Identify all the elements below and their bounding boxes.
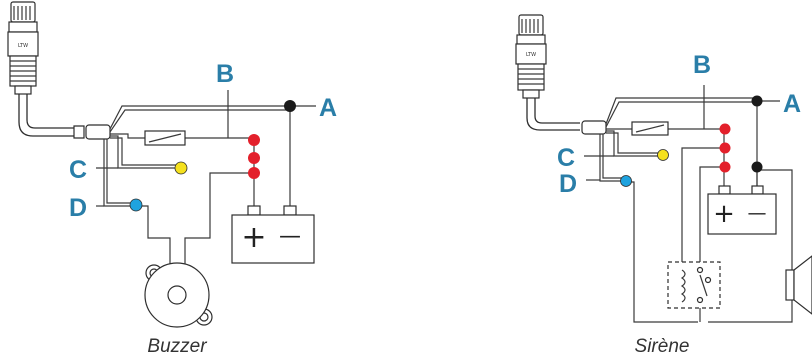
label-b: B xyxy=(216,60,234,88)
label-d: D xyxy=(69,194,87,222)
buzzer-diagram: LTW xyxy=(7,1,337,357)
cable-jacket xyxy=(85,124,111,140)
nmea-connector: LTW xyxy=(515,14,547,99)
relay xyxy=(667,261,721,309)
label-b: B xyxy=(693,51,711,79)
junction-terminal xyxy=(719,142,731,154)
wire-c-terminal xyxy=(174,161,188,175)
wire-d-terminal xyxy=(620,175,632,187)
label-a: A xyxy=(319,94,337,122)
nmea-connector: LTW xyxy=(7,1,39,95)
siren-device xyxy=(785,255,812,315)
wire-a-terminal xyxy=(751,95,763,107)
junction-terminal xyxy=(751,161,763,173)
wire-b-terminal xyxy=(719,123,731,135)
main-cable xyxy=(526,98,580,131)
wire-c-terminal xyxy=(657,149,669,161)
cable-jacket xyxy=(581,120,607,135)
wire-d-terminal xyxy=(129,198,143,212)
main-cable xyxy=(18,94,84,137)
wire-a-terminal xyxy=(284,100,296,112)
label-a: A xyxy=(783,90,801,118)
caption-sirene: Sirène xyxy=(635,336,690,357)
battery: + — xyxy=(707,185,777,235)
junction-terminal xyxy=(248,167,260,179)
wire-b-terminal xyxy=(248,134,260,146)
battery-plus-sign: + xyxy=(241,220,266,255)
junction-terminal xyxy=(248,152,260,164)
connector-label: LTW xyxy=(526,52,536,58)
battery-minus-sign: — xyxy=(279,224,301,249)
label-c: C xyxy=(557,144,575,172)
label-d: D xyxy=(559,170,577,198)
siren-diagram: LTW xyxy=(515,14,812,357)
caption-buzzer: Buzzer xyxy=(147,336,207,357)
battery: + — xyxy=(231,205,315,264)
battery-minus-sign: — xyxy=(748,202,767,224)
connector-label: LTW xyxy=(18,43,28,49)
label-c: C xyxy=(69,156,87,184)
battery-plus-sign: + xyxy=(713,199,735,229)
junction-terminal xyxy=(719,161,731,173)
buzzer-device xyxy=(144,262,213,328)
